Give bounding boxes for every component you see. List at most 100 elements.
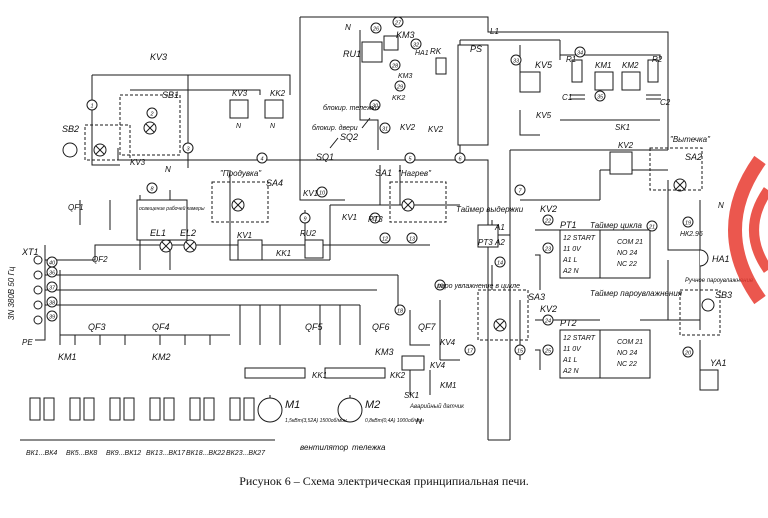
label-blok-dveri: блокир. двери bbox=[312, 124, 358, 132]
label-kv2-mid: KV2 bbox=[400, 123, 416, 132]
label-sq1: SQ1 bbox=[316, 152, 334, 162]
label-telezhka: тележка bbox=[352, 443, 386, 452]
heater-element bbox=[123, 397, 135, 421]
label-ruchnoe: Ручное пароувлажнение bbox=[685, 278, 754, 284]
label-sk1: SK1 bbox=[404, 391, 419, 400]
wire-number-ring bbox=[682, 346, 694, 358]
wire-number: 8 bbox=[150, 187, 154, 193]
lamp-cross bbox=[185, 241, 195, 251]
label-km1: KM1 bbox=[595, 61, 611, 70]
heater-element bbox=[83, 397, 95, 421]
label-sb3: SB3 bbox=[715, 290, 732, 300]
wire-number: 25 bbox=[544, 349, 552, 355]
wire-number-ring bbox=[406, 232, 418, 244]
pin-label-pt1: 11 0V bbox=[563, 246, 582, 253]
label-el1: EL1 bbox=[150, 228, 166, 238]
wire-number-ring bbox=[299, 212, 311, 224]
label-m1-spec: 1,5кВт(3,52А) 1500об/мин bbox=[285, 418, 347, 424]
pin-label-pt2: 12 START bbox=[563, 335, 596, 342]
wire-number: 24 bbox=[544, 319, 551, 325]
label-sk1-top: SK1 bbox=[615, 123, 630, 132]
wire-number: 31 bbox=[382, 127, 388, 133]
wire-number: 13 bbox=[409, 237, 416, 243]
heater-section bbox=[20, 334, 275, 441]
wire-number-ring bbox=[86, 99, 98, 111]
label-hk2: НК2.96 bbox=[680, 231, 703, 238]
coil-kv1 bbox=[237, 239, 263, 261]
label-pt1: PT1 bbox=[560, 220, 577, 230]
label-kv2-right: KV2 bbox=[618, 141, 634, 150]
com-label-pt2: NO 24 bbox=[617, 350, 637, 357]
wire-number-ring bbox=[370, 22, 382, 34]
coil-kk2 bbox=[264, 99, 284, 119]
contact-sq1 bbox=[329, 137, 339, 149]
motor-m2 bbox=[337, 397, 363, 423]
coil-kv2-right bbox=[609, 151, 633, 175]
heater-element bbox=[29, 397, 41, 421]
label-sa3: SA3 bbox=[528, 292, 545, 302]
label-heater-group: ВК18...ВК22 bbox=[186, 450, 225, 457]
timer-pt2-pins bbox=[559, 329, 601, 379]
label-xt1: XT1 bbox=[21, 247, 39, 257]
label-sa1: SA1 bbox=[375, 168, 392, 178]
wire-number: 28 bbox=[391, 64, 399, 70]
coil-ru1 bbox=[361, 41, 383, 63]
label-ru1: RU1 bbox=[343, 49, 361, 59]
label-sb1: SB1 bbox=[162, 90, 179, 100]
thermal-kk1 bbox=[244, 367, 306, 379]
label-r2: R2 bbox=[652, 55, 663, 64]
wire-number: 6 bbox=[458, 157, 462, 163]
wire-number-ring bbox=[394, 304, 406, 316]
wire-number: 40 bbox=[49, 261, 56, 267]
sb2-button bbox=[62, 142, 78, 158]
label-produvka: "Продувка" bbox=[220, 169, 262, 178]
label-ps: PS bbox=[470, 44, 482, 54]
wire-number: 34 bbox=[577, 51, 583, 57]
heater-element bbox=[109, 397, 121, 421]
label-sa2: SA2 bbox=[685, 152, 702, 162]
heater-element bbox=[149, 397, 161, 421]
wire-number-ring bbox=[494, 256, 506, 268]
wire-number: 36 bbox=[49, 271, 56, 277]
selector-cross bbox=[495, 320, 505, 330]
wire-number: 38 bbox=[49, 301, 56, 307]
wire-number-ring bbox=[182, 142, 194, 154]
thermal-kk2 bbox=[324, 367, 386, 379]
wire-number-ring bbox=[46, 296, 58, 308]
label-blok-telezhki: блокир. тележки bbox=[323, 104, 379, 112]
wire-number: 1 bbox=[90, 104, 93, 110]
wire-number: 15 bbox=[517, 349, 524, 355]
label-kv5-b: KV5 bbox=[536, 111, 552, 120]
wire-number: 10 bbox=[319, 191, 326, 197]
label-kv2-mid2: KV2 bbox=[428, 125, 444, 134]
selector-cross bbox=[403, 200, 413, 210]
label-kv1-b: KV1 bbox=[342, 213, 357, 222]
wire-number: 11 bbox=[372, 217, 378, 223]
label-km3-contact: KM3 bbox=[398, 73, 413, 80]
label-n-b: N bbox=[236, 123, 242, 130]
label-heater-group: ВК5...ВК8 bbox=[66, 450, 97, 457]
wire-number: 17 bbox=[467, 349, 474, 355]
figure-caption: Рисунок 6 – Схема электрическая принципи… bbox=[239, 474, 529, 488]
label-n-bottom: N bbox=[416, 417, 422, 426]
label-kk1-b: KK1 bbox=[312, 371, 327, 380]
label-vytechka: "Вытечка" bbox=[670, 135, 711, 144]
wire-number: 2 bbox=[149, 112, 153, 118]
wire-number-ring bbox=[410, 38, 422, 50]
label-kv1-coil: KV1 bbox=[237, 231, 252, 240]
contact-sq2 bbox=[361, 117, 371, 129]
heater-element bbox=[69, 397, 81, 421]
wire-number-ring bbox=[514, 184, 526, 196]
rk-element bbox=[435, 57, 447, 75]
label-kv3-coil: KV3 bbox=[232, 89, 248, 98]
heater-element bbox=[203, 397, 215, 421]
coil-km3 bbox=[383, 35, 399, 51]
wire-number-ring bbox=[379, 122, 391, 134]
com-label-pt2: NC 22 bbox=[617, 361, 637, 368]
terminal-xt1 bbox=[33, 270, 43, 280]
timer-pt1-com bbox=[599, 229, 651, 279]
label-kk2-coil: KK2 bbox=[270, 89, 286, 98]
dashed-groups bbox=[84, 94, 721, 341]
com-label-pt1: NC 22 bbox=[617, 261, 637, 268]
wire-number-ring bbox=[434, 279, 446, 291]
